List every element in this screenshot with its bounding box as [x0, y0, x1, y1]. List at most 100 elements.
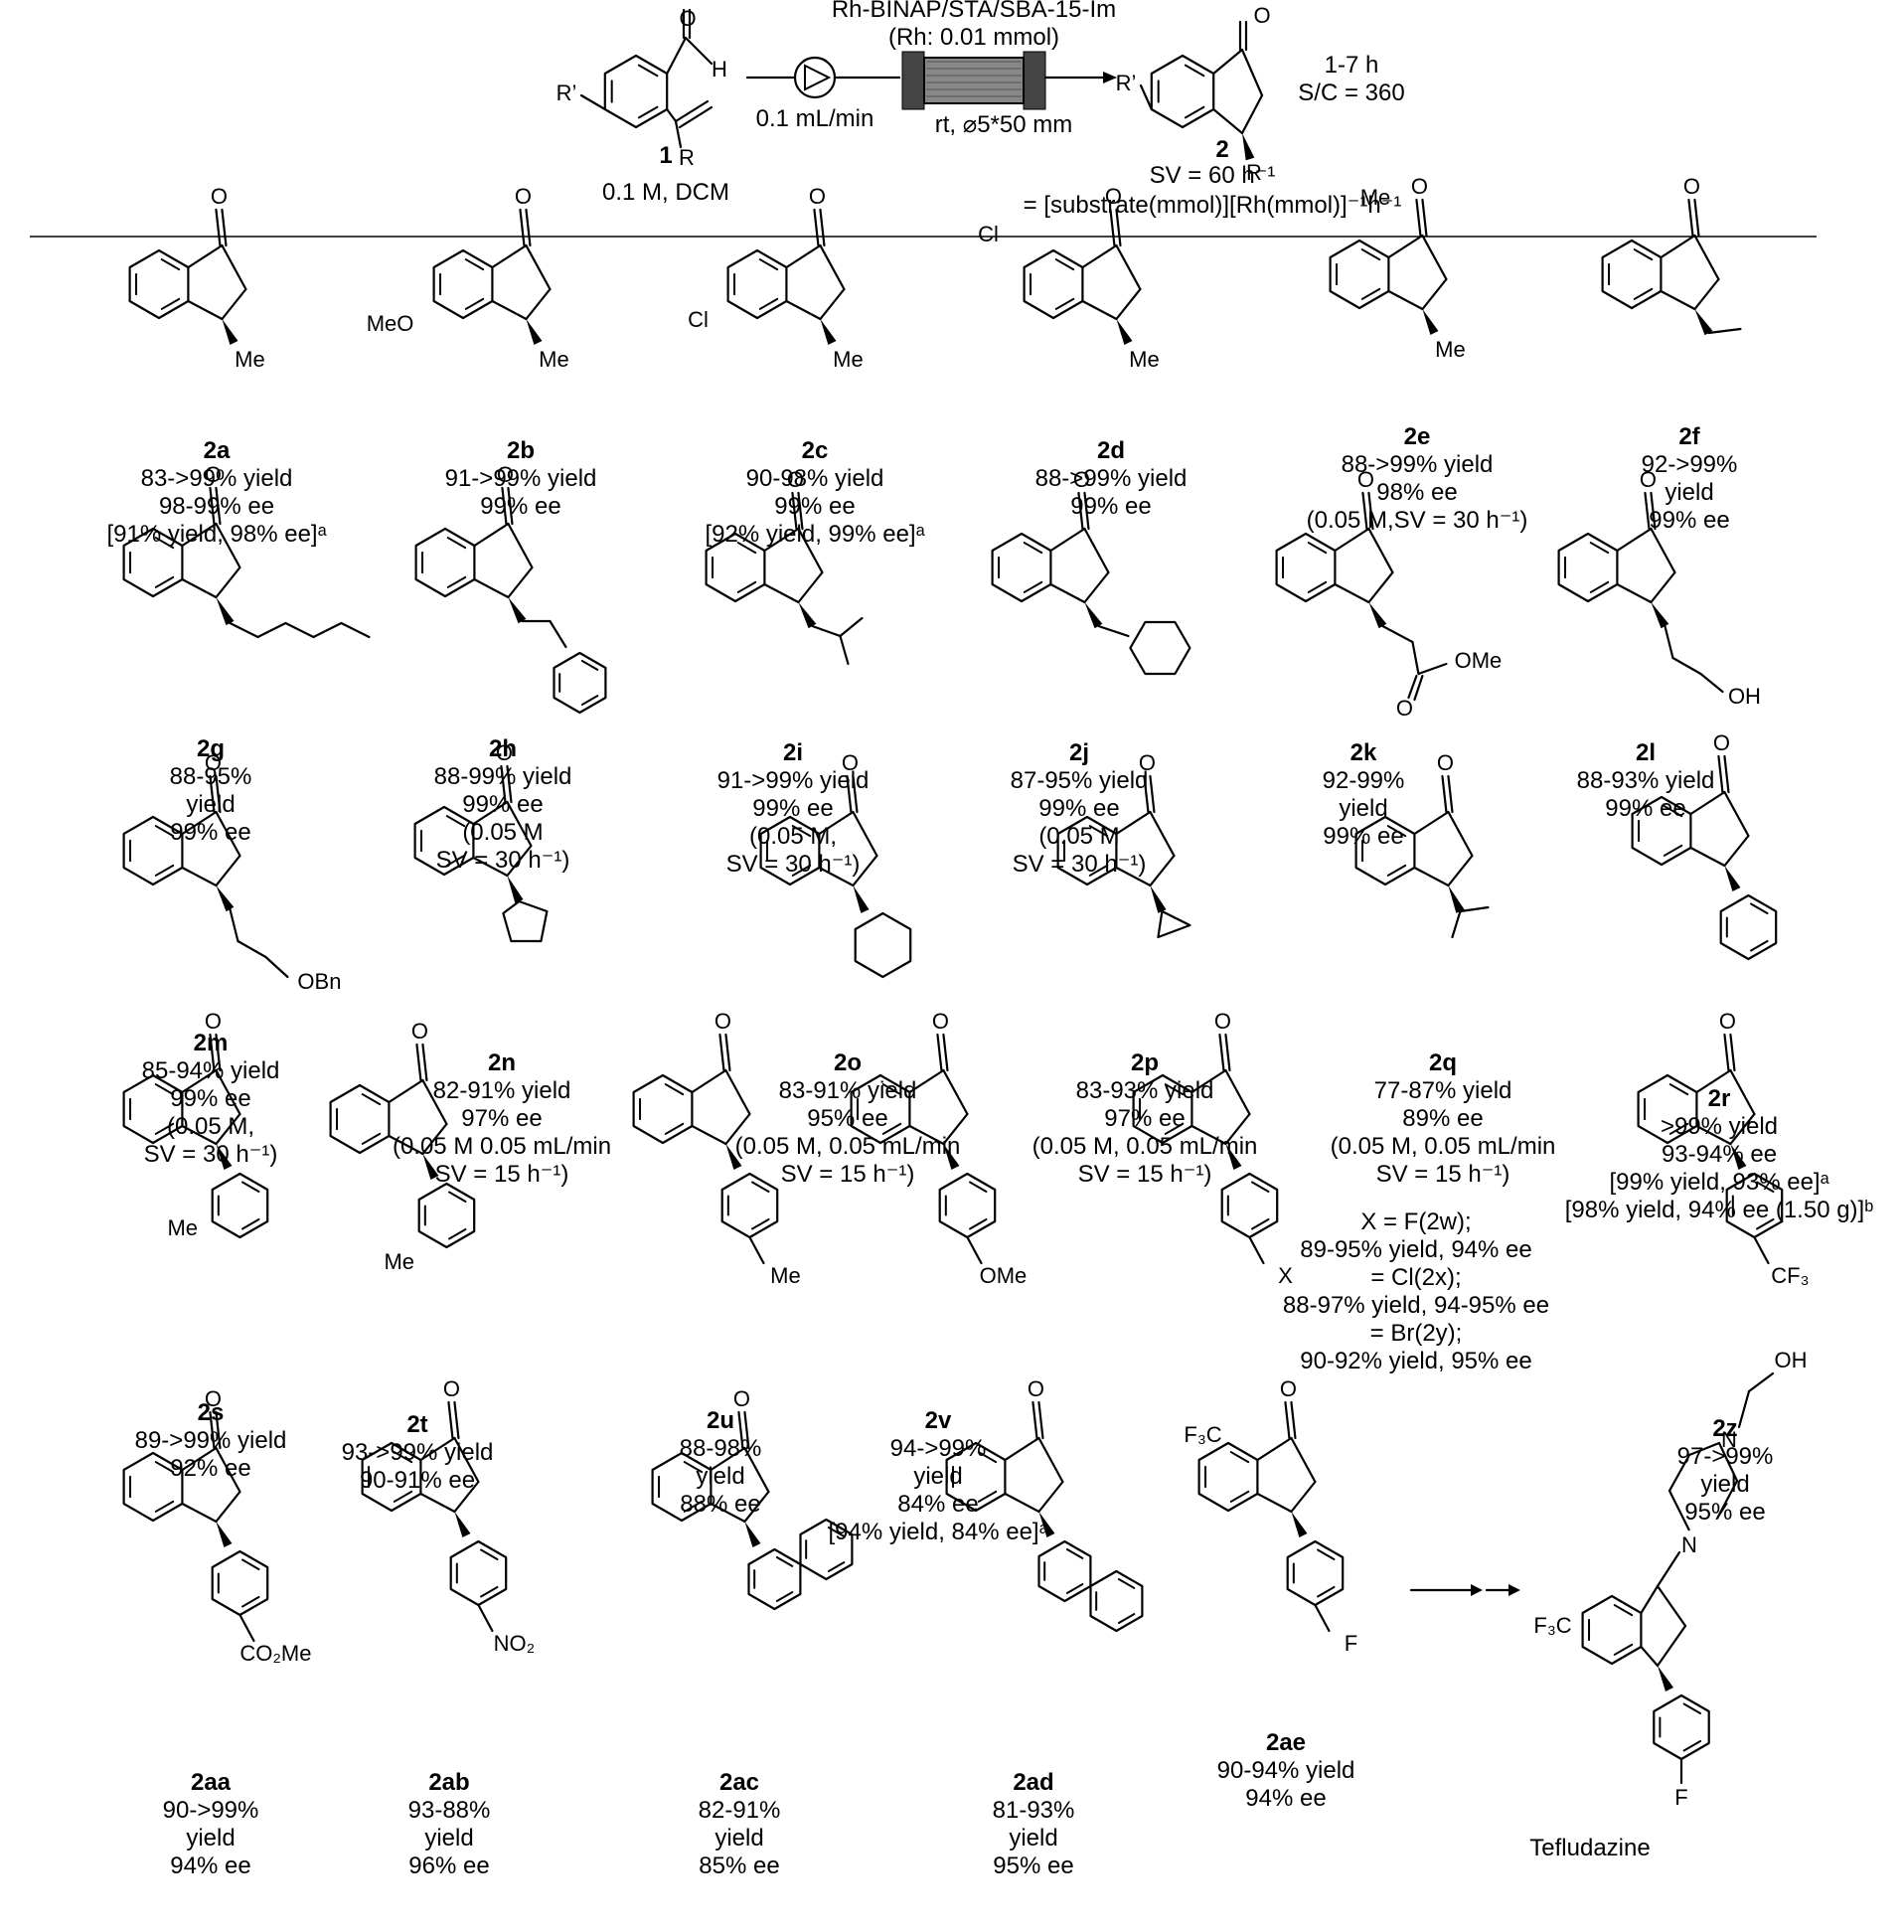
- wedge-bond: [943, 1144, 960, 1171]
- wedge-bond: [1291, 1512, 1308, 1538]
- ring-bond: [1723, 790, 1750, 838]
- aromatic-double-bond: [637, 64, 659, 78]
- ring-bond: [1240, 93, 1264, 135]
- ring-bond: [691, 1068, 727, 1094]
- aromatic-double-bond: [736, 580, 757, 593]
- aromatic-double-bond: [751, 1181, 770, 1194]
- aromatic-double-bond: [1054, 297, 1075, 310]
- ring-bond: [1616, 527, 1653, 553]
- result-line: 99% ee: [1038, 795, 1120, 822]
- carbonyl-bond: [1031, 1400, 1038, 1440]
- indanone-benzene-ring: [432, 248, 494, 320]
- ring-bond: [1650, 527, 1676, 574]
- carbonyl-bond: [1687, 198, 1694, 238]
- result-line: [94% yield, 84% ee]ᵃ: [828, 1519, 1048, 1545]
- ring-bond: [1421, 277, 1448, 311]
- result-line: SV = 15 h⁻¹): [1077, 1161, 1212, 1188]
- ring-bond: [1149, 854, 1176, 887]
- ring-bond: [453, 1480, 480, 1514]
- result-line: 88->99% yield: [1341, 451, 1494, 478]
- halogen-series-note: X = F(2w);89-95% yield, 94% ee= Cl(2x);8…: [1237, 1208, 1595, 1375]
- ring-bond: [181, 1502, 218, 1524]
- ring-bond: [181, 1068, 218, 1094]
- ring-bond: [1115, 866, 1152, 887]
- carbonyl-bond: [209, 486, 216, 526]
- bond: [1640, 1645, 1660, 1668]
- aromatic-double-bond: [1386, 825, 1407, 838]
- para-bond: [1248, 1235, 1265, 1265]
- atom-oxygen: O: [1411, 174, 1428, 199]
- atom-oxygen: O: [497, 462, 514, 487]
- ring-bond: [421, 1078, 448, 1126]
- atom-oxygen: O: [515, 184, 532, 209]
- para-bond: [1314, 1603, 1331, 1633]
- vinyl-double-bond: [678, 105, 714, 129]
- indanone-benzene-ring: [414, 527, 476, 598]
- result-line: 90-91% ee: [359, 1467, 476, 1494]
- ring-bond: [1212, 48, 1244, 76]
- bond: [229, 907, 239, 943]
- result-line: 99% ee: [1649, 507, 1730, 534]
- aromatic-double-bond: [1307, 580, 1328, 593]
- aromatic-double-bond: [580, 695, 599, 706]
- atom-oxygen: O: [787, 467, 804, 492]
- atom-methyl: Me: [167, 1215, 198, 1240]
- compound-code: 2m: [193, 1030, 229, 1056]
- aromatic-double-bond: [1633, 287, 1654, 300]
- ring-bond: [785, 243, 822, 269]
- atom-halogen-x: X: [1278, 1263, 1293, 1288]
- substrate-code: 1: [659, 142, 673, 169]
- compound-code: 2e: [1403, 423, 1431, 450]
- bond: [1097, 624, 1130, 638]
- aromatic-double-bond: [1756, 1217, 1775, 1230]
- atom-oxygen: O: [496, 740, 513, 765]
- ring-bond: [472, 800, 509, 826]
- atom-o-product: O: [1253, 3, 1271, 28]
- ring-bond: [1115, 243, 1142, 291]
- aromatic-double-bond: [480, 1585, 499, 1598]
- substrate-concentration: 0.1 M, DCM: [601, 179, 729, 206]
- ring-bond: [1695, 1068, 1732, 1094]
- aromatic-double-bond: [1633, 248, 1654, 261]
- compound-code: 2p: [1130, 1049, 1159, 1076]
- ring-bond: [908, 1124, 945, 1146]
- atom-trifluoromethyl: CF₃: [1771, 1263, 1809, 1288]
- ring-bond: [1083, 527, 1110, 574]
- aromatic-double-bond: [1251, 1217, 1270, 1230]
- ring-bond: [215, 1068, 241, 1116]
- atom-methyl: Me: [539, 347, 569, 372]
- compound-code: 2aa: [190, 1769, 232, 1796]
- aromatic-double-bond: [1117, 1578, 1136, 1589]
- aromatic-double-bond: [154, 1461, 175, 1474]
- carbonyl-bond: [846, 774, 853, 814]
- product-code: 2: [1215, 136, 1229, 163]
- atom-chlorine: Cl: [978, 222, 999, 246]
- ring-bond: [1115, 810, 1152, 836]
- result-line: 93->99% yield: [341, 1439, 494, 1466]
- aldehyde-bond: [666, 36, 688, 76]
- atom-oxygen: O: [714, 1009, 731, 1034]
- fluorophenyl-ring: [1653, 1693, 1710, 1761]
- result-line: 90->99%: [162, 1797, 259, 1824]
- result-line: 99% ee: [170, 819, 251, 846]
- carbonyl-bond: [415, 1043, 422, 1082]
- atom-oxygen: O: [211, 184, 228, 209]
- aromatic-double-bond: [1360, 248, 1381, 261]
- flow-rate-label: 0.1 mL/min: [755, 105, 874, 132]
- aromatic-double-bond: [881, 1122, 902, 1135]
- ring-bond: [819, 243, 846, 291]
- ring-bond: [1693, 234, 1720, 281]
- indanone-benzene-ring: [1329, 239, 1390, 310]
- atom-nitro: NO₂: [494, 1631, 536, 1656]
- carbonyl-bond: [421, 1043, 428, 1082]
- atom-oxygen: O: [1139, 750, 1156, 775]
- carbonyl-bond: [942, 1033, 949, 1072]
- ring-bond: [1723, 834, 1750, 868]
- result-line: 77-87% yield: [1373, 1077, 1512, 1104]
- halogen-note-line: = Cl(2x);: [1370, 1264, 1462, 1291]
- result-line: 91->99% yield: [716, 767, 870, 794]
- ring-bond: [221, 243, 247, 291]
